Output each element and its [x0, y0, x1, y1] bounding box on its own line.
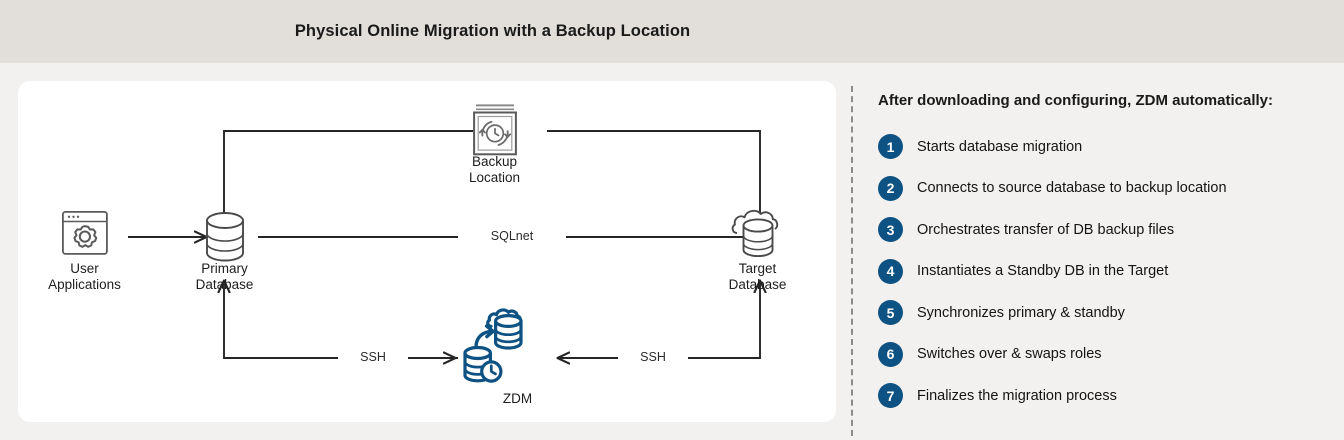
steps-panel-title: After downloading and configuring, ZDM a…	[878, 92, 1273, 109]
edge-label-ssh-right: SSH	[618, 350, 688, 364]
edge-label-sqlnet: SQLnet	[458, 229, 566, 243]
step-text: Starts database migration	[917, 138, 1083, 155]
step-badge: 4	[878, 258, 903, 284]
edge-label-ssh-left: SSH	[338, 350, 408, 364]
panel-divider	[851, 86, 853, 436]
node-label-target-database: Target Database	[728, 261, 787, 292]
browser-gear-icon	[61, 210, 108, 255]
node-label-primary-database: Primary Database	[195, 261, 254, 292]
step-text: Orchestrates transfer of DB backup files	[917, 221, 1175, 238]
migration-flow-diagram	[61, 104, 779, 383]
list-item: 6 Switches over & swaps roles	[878, 334, 1328, 376]
step-badge: 1	[878, 134, 903, 160]
cloud-database-icon	[731, 209, 779, 258]
page-title: Physical Online Migration with a Backup …	[294, 22, 691, 40]
step-badge: 2	[878, 175, 903, 201]
step-text: Finalizes the migration process	[917, 387, 1117, 404]
backup-clock-icon	[473, 104, 517, 156]
step-badge: 6	[878, 341, 903, 367]
list-item: 2 Connects to source database to backup …	[878, 168, 1328, 210]
diagram-card: User Applications Primary Database Backu…	[18, 81, 836, 422]
list-item: 3 Orchestrates transfer of DB backup fil…	[878, 209, 1328, 251]
list-item: 1 Starts database migration	[878, 126, 1328, 168]
step-badge: 3	[878, 217, 903, 243]
step-text: Switches over & swaps roles	[917, 346, 1102, 363]
edge-backup-to-target	[547, 130, 761, 217]
list-item: 5 Synchronizes primary & standby	[878, 292, 1328, 334]
step-text: Instantiates a Standby DB in the Target	[917, 263, 1169, 280]
step-text: Synchronizes primary & standby	[917, 304, 1125, 321]
zdm-migration-icon	[463, 308, 523, 383]
node-label-backup-location: Backup Location	[468, 154, 521, 185]
database-cylinder-icon	[206, 212, 244, 262]
node-label-user-applications: User Applications	[48, 261, 121, 292]
list-item: 7 Finalizes the migration process	[878, 375, 1328, 417]
steps-list: 1 Starts database migration 2 Connects t…	[878, 126, 1328, 417]
list-item: 4 Instantiates a Standby DB in the Targe…	[878, 251, 1328, 293]
node-label-zdm: ZDM	[502, 391, 533, 406]
step-badge: 5	[878, 300, 903, 326]
edge-primary-to-backup	[223, 130, 473, 215]
page-header: Physical Online Migration with a Backup …	[0, 0, 1344, 63]
step-badge: 7	[878, 383, 903, 409]
step-text: Connects to source database to backup lo…	[917, 180, 1227, 197]
